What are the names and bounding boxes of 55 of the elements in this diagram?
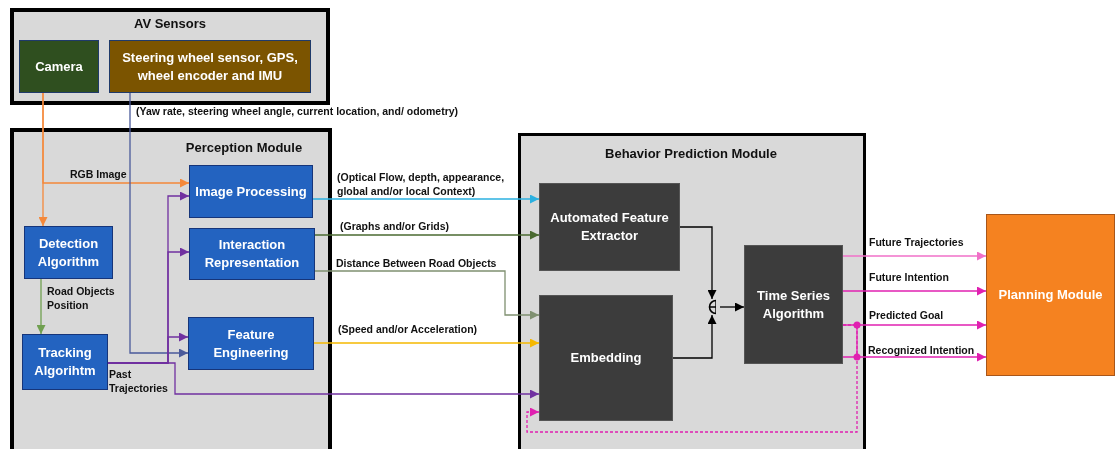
arrow [314, 270, 540, 320]
edge-label: RGB Image [70, 167, 128, 182]
arrow [313, 338, 540, 348]
junction-drawing [853, 321, 861, 361]
process-box [539, 183, 680, 271]
box-label: Interaction Representation [203, 236, 301, 272]
module-title: Behavior Prediction Module [604, 146, 778, 161]
arrow [679, 226, 717, 300]
box-label: Tracking Algorihtm [33, 344, 97, 380]
process-box [188, 317, 314, 370]
module-panel [10, 8, 330, 105]
edge-label: Predicted Goal [869, 308, 945, 323]
arrow [719, 302, 745, 312]
box-label: Planning Module [998, 286, 1103, 304]
edge-label: (Optical Flow, depth, appearance, global and/or local Context) [337, 170, 506, 199]
box-label: Detection Algorithm [36, 234, 101, 271]
arrow [42, 92, 190, 188]
process-box [539, 295, 673, 421]
box-label: Camera [35, 57, 83, 76]
box-label: Steering wheel sensor, GPS, wheel encoder and IMU [121, 48, 299, 85]
module-title: Perception Module [184, 140, 304, 155]
edge-label: Road Objects Position [47, 284, 116, 313]
process-box [986, 214, 1115, 376]
edge-label: (Yaw rate, steering wheel angle, current location, and/ odometry) [136, 104, 460, 119]
edge-label: Future Intention [869, 270, 950, 285]
process-box [109, 40, 311, 93]
process-box [189, 228, 315, 280]
process-box [189, 165, 313, 218]
arrow [36, 278, 46, 335]
arrow [526, 324, 858, 433]
edge-label: Future Trajectories [869, 235, 965, 250]
arrow [842, 352, 987, 362]
module-title: AV Sensors [133, 16, 207, 31]
process-box [19, 40, 99, 93]
box-label: Automated Feature Extractor [549, 209, 670, 245]
box-label: Embedding [570, 349, 642, 367]
process-box [22, 334, 108, 390]
edge-label: Past Trajectories [109, 367, 169, 396]
box-label: Image Processing [195, 182, 307, 201]
module-panel [10, 128, 332, 449]
arrow [842, 286, 987, 296]
box-label: Time Series Algorithm [756, 286, 831, 323]
arrow [129, 92, 189, 358]
process-box [744, 245, 843, 364]
arrow [312, 194, 540, 204]
arrow [672, 314, 717, 359]
arrow [842, 251, 987, 261]
arrow [314, 230, 540, 240]
edge-label: (Speed and/or Acceleration) [338, 322, 479, 337]
edge-label: Distance Between Road Objects [336, 256, 498, 271]
edge-label: Recognized Intention [868, 343, 976, 358]
edge-label: (Graphs and/or Grids) [340, 219, 451, 234]
module-panel [518, 133, 866, 449]
process-box [24, 226, 113, 279]
box-label: Feature Engineering [212, 325, 290, 362]
